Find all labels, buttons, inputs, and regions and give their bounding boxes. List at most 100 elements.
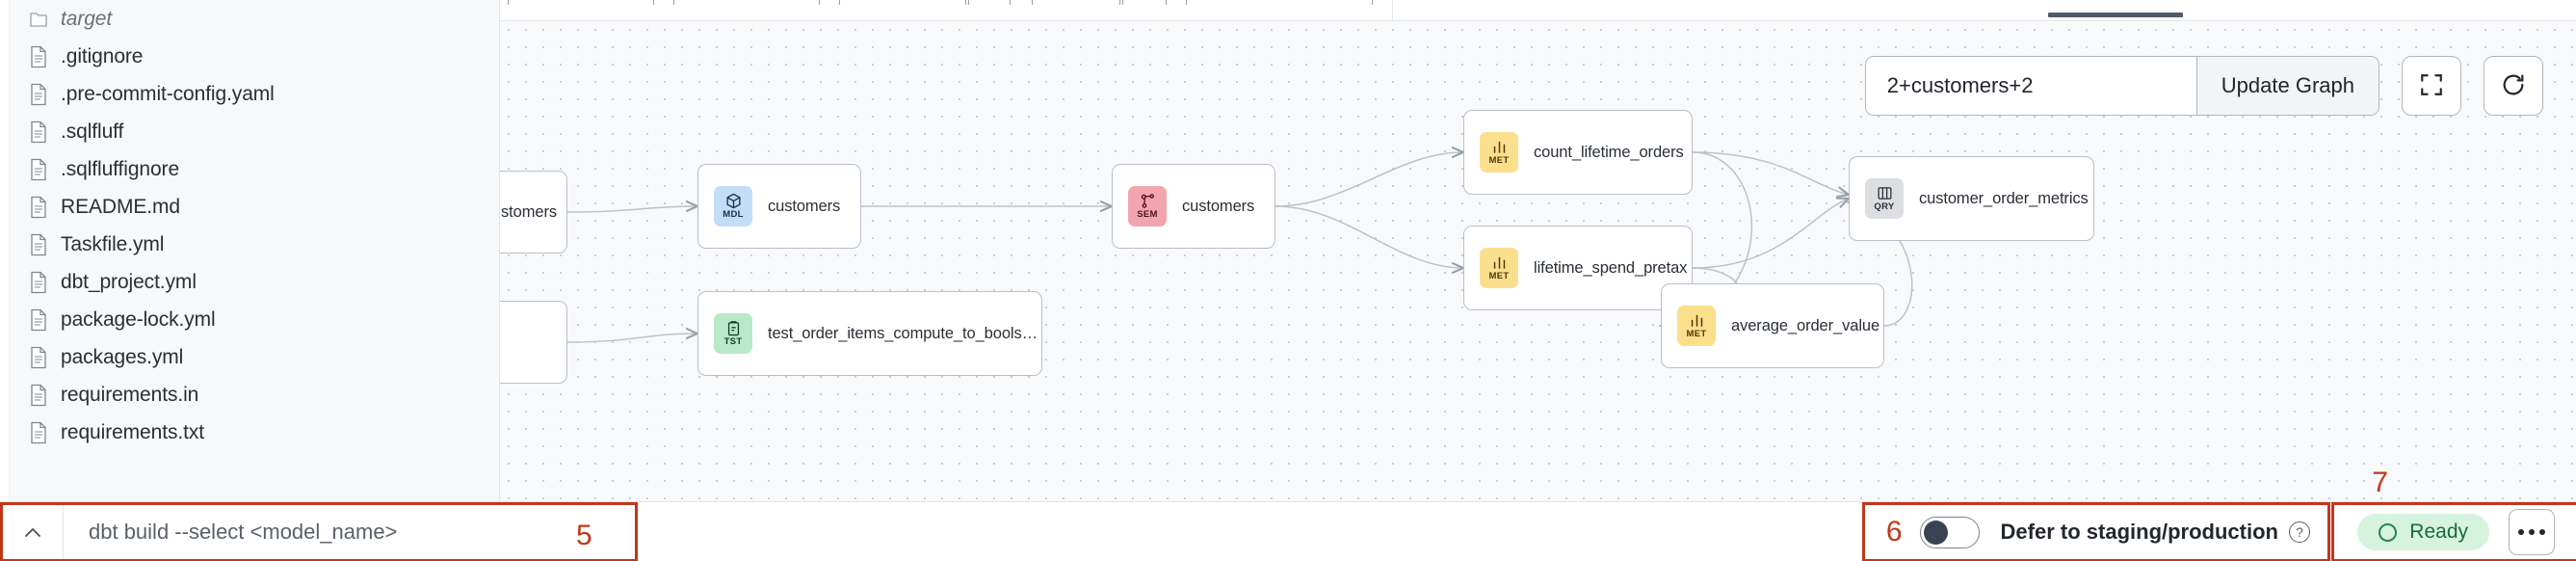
chevron-up-icon[interactable] xyxy=(3,505,64,559)
status-label: Ready xyxy=(2409,521,2468,543)
file-tree-item[interactable]: packages.yml xyxy=(0,338,499,376)
lineage-node[interactable]: MET lifetime_spend_pretax xyxy=(1463,226,1693,310)
file-name: README.md xyxy=(61,195,180,218)
qry-icon xyxy=(1877,185,1893,201)
circle-icon xyxy=(2379,522,2398,542)
editor-tab-bar xyxy=(500,0,2576,21)
node-type-badge-tst: TST xyxy=(714,313,752,354)
node-label: customers xyxy=(1182,197,1255,215)
lineage-node[interactable]: MET count_lifetime_orders xyxy=(1463,110,1693,195)
annotation-marker-7: 7 xyxy=(2372,467,2388,498)
defer-toggle[interactable] xyxy=(1919,516,1980,548)
file-name: Taskfile.yml xyxy=(61,232,165,255)
file-icon xyxy=(29,346,48,369)
sidebar-gutter xyxy=(0,0,10,561)
file-icon xyxy=(29,308,48,332)
node-type-badge-met: MET xyxy=(1480,132,1518,173)
node-label: test_order_items_compute_to_bools… xyxy=(768,324,1038,342)
file-tree-item[interactable]: .gitignore xyxy=(0,38,499,75)
node-label: customers xyxy=(768,197,841,215)
tst-icon xyxy=(725,320,742,336)
file-tree-item[interactable]: README.md xyxy=(0,188,499,226)
graph-toolbar: Update Graph xyxy=(1864,56,2543,116)
node-label: customer_order_metrics xyxy=(1919,189,2089,207)
file-name: package-lock.yml xyxy=(61,307,216,331)
lineage-node[interactable]: MDLorders xyxy=(500,301,567,384)
update-graph-button[interactable]: Update Graph xyxy=(2195,57,2379,115)
node-type-badge-met: MET xyxy=(1677,306,1716,346)
toggle-knob xyxy=(1923,520,1948,545)
met-icon xyxy=(1491,254,1508,271)
file-tree-item[interactable]: dbt_project.yml xyxy=(0,263,499,301)
file-tree-item[interactable]: target xyxy=(0,0,499,38)
file-icon xyxy=(29,421,48,444)
status-badge[interactable]: Ready xyxy=(2357,514,2489,550)
node-type-code: MDL xyxy=(723,209,744,221)
node-label: lifetime_spend_pretax xyxy=(1534,258,1688,277)
file-icon xyxy=(29,158,48,181)
file-name: .gitignore xyxy=(61,44,144,67)
graph-selector-group: Update Graph xyxy=(1864,56,2379,116)
tab-stub[interactable] xyxy=(1186,0,1373,5)
file-icon xyxy=(29,83,48,106)
fullscreen-icon xyxy=(2419,72,2444,100)
file-name: .pre-commit-config.yaml xyxy=(61,82,275,105)
file-tree-item[interactable]: Taskfile.yml xyxy=(0,226,499,263)
file-name: packages.yml xyxy=(61,345,184,368)
node-type-code: MET xyxy=(1488,271,1510,282)
file-icon xyxy=(29,120,48,144)
lineage-graph-canvas[interactable]: MDLstg_customersMDLorders MDL customersTST… xyxy=(500,21,2576,561)
defer-label: Defer to staging/production xyxy=(2000,520,2278,544)
file-tree-item[interactable]: .sqlfluffignore xyxy=(0,150,499,188)
file-tree-item[interactable]: requirements.txt xyxy=(0,414,499,451)
node-type-badge-mdl: MDL xyxy=(714,186,752,227)
file-icon xyxy=(29,45,48,68)
lineage-node[interactable]: MDLstg_customers xyxy=(500,171,567,254)
node-type-code: QRY xyxy=(1874,201,1895,213)
folder-icon xyxy=(29,8,48,31)
file-tree-item[interactable]: package-lock.yml xyxy=(0,301,499,338)
node-type-badge-met: MET xyxy=(1480,248,1518,288)
annotation-marker-6: 6 xyxy=(1885,516,1903,548)
node-type-code: TST xyxy=(723,336,743,348)
file-icon xyxy=(29,196,48,219)
tab-stub[interactable] xyxy=(1122,0,1167,5)
sem-icon xyxy=(1140,193,1156,209)
bottom-status-bar: 5 6 Defer to staging/production ? Ready xyxy=(0,501,2576,561)
node-type-code: MET xyxy=(1488,155,1510,167)
status-controls: Ready xyxy=(2331,502,2576,561)
file-tree-item[interactable]: requirements.in xyxy=(0,376,499,414)
fullscreen-button[interactable] xyxy=(2402,56,2461,116)
question-mark-icon[interactable]: ? xyxy=(2289,521,2310,543)
file-name: requirements.in xyxy=(61,383,199,406)
graph-selector-input[interactable] xyxy=(1865,57,2196,115)
more-options-button[interactable] xyxy=(2509,509,2555,555)
file-tree-item[interactable]: .sqlfluff xyxy=(0,113,499,150)
file-name: .sqlfluff xyxy=(61,120,124,143)
tab-stub[interactable] xyxy=(968,0,1011,5)
tab-stub[interactable] xyxy=(839,0,966,5)
lineage-node[interactable]: MDL customers xyxy=(697,164,861,249)
command-bar: 5 xyxy=(0,502,638,561)
file-name: requirements.txt xyxy=(61,420,204,443)
node-label: count_lifetime_orders xyxy=(1534,143,1684,161)
tabbar-divider xyxy=(1392,0,1393,20)
file-icon xyxy=(29,271,48,294)
tab-stub[interactable] xyxy=(508,0,654,5)
file-icon xyxy=(29,384,48,407)
met-icon xyxy=(1491,139,1508,155)
file-name: .sqlfluffignore xyxy=(61,157,180,180)
file-tree-item[interactable]: .pre-commit-config.yaml xyxy=(0,75,499,113)
refresh-button[interactable] xyxy=(2484,56,2543,116)
tab-stub[interactable] xyxy=(673,0,820,5)
lineage-node[interactable]: QRY customer_order_metrics xyxy=(1849,156,2094,241)
met-icon xyxy=(1689,312,1705,329)
tab-stub[interactable] xyxy=(1032,0,1120,5)
refresh-icon xyxy=(2500,71,2527,101)
file-name: target xyxy=(61,7,113,30)
command-input[interactable] xyxy=(64,505,635,559)
lineage-node[interactable]: TST test_order_items_compute_to_bools… xyxy=(697,291,1042,376)
active-tab-indicator xyxy=(2048,13,2183,17)
